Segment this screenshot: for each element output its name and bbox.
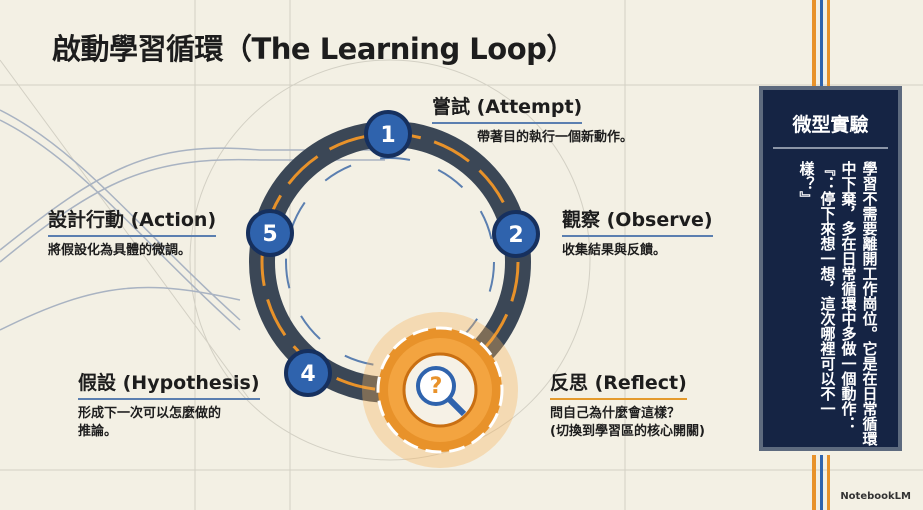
step-action: 設計行動 (Action) 將假設化為具體的微調。 xyxy=(48,205,217,260)
step-reflect: 反思 (Reflect) 問自己為什麼會這樣？ (切換到學習區的核心開關) xyxy=(550,368,705,441)
step-desc: 問自己為什麼會這樣？ xyxy=(550,406,681,421)
reflect-gear: ? xyxy=(362,312,518,468)
step-title: 嘗試 (Attempt) xyxy=(432,92,583,124)
step-title: 設計行動 (Action) xyxy=(48,205,217,237)
svg-text:?: ? xyxy=(430,374,443,399)
step-observe: 觀察 (Observe) 收集結果與反饋。 xyxy=(562,205,713,260)
step-title: 假設 (Hypothesis) xyxy=(78,368,260,400)
notebooklm-watermark: NotebookLM xyxy=(840,491,911,502)
step-desc: 收集結果與反饋。 xyxy=(562,243,667,258)
step-desc: 帶著目的執行一個新動作。 xyxy=(477,130,634,145)
page-title: 啟動學習循環（The Learning Loop） xyxy=(52,32,575,66)
panel-title: 微型實驗 xyxy=(773,110,888,149)
inner-arrows xyxy=(285,157,495,367)
step-title: 觀察 (Observe) xyxy=(562,205,713,237)
step-title: 反思 (Reflect) xyxy=(550,368,687,400)
svg-text:2: 2 xyxy=(508,223,523,248)
step-desc: 推論。 xyxy=(78,424,118,439)
step-node-1: 1 xyxy=(364,110,412,158)
step-desc: 將假設化為具體的微調。 xyxy=(48,243,192,258)
svg-text:5: 5 xyxy=(262,222,277,247)
micro-experiment-panel: 微型實驗 學習不需要離開工作崗位。它是在日常循環中下棄，多在日常循環中多做一個動… xyxy=(759,86,902,451)
step-desc: (切換到學習區的核心開關) xyxy=(550,424,705,439)
svg-text:4: 4 xyxy=(300,362,315,387)
step-node-2: 2 xyxy=(492,210,540,258)
panel-text: 學習不需要離開工作崗位。它是在日常循環中下棄，多在日常循環中多做一個動作：『：停… xyxy=(797,161,879,446)
step-attempt: 嘗試 (Attempt) 帶著目的執行一個新動作。 xyxy=(432,92,633,147)
step-node-4: 4 xyxy=(284,349,332,397)
step-node-5: 5 xyxy=(246,209,294,257)
step-hypothesis: 假設 (Hypothesis) 形成下一次可以怎麼做的 推論。 xyxy=(78,368,260,441)
svg-text:1: 1 xyxy=(380,123,395,148)
magnifier-icon xyxy=(416,366,456,406)
step-desc: 形成下一次可以怎麼做的 xyxy=(78,406,222,421)
